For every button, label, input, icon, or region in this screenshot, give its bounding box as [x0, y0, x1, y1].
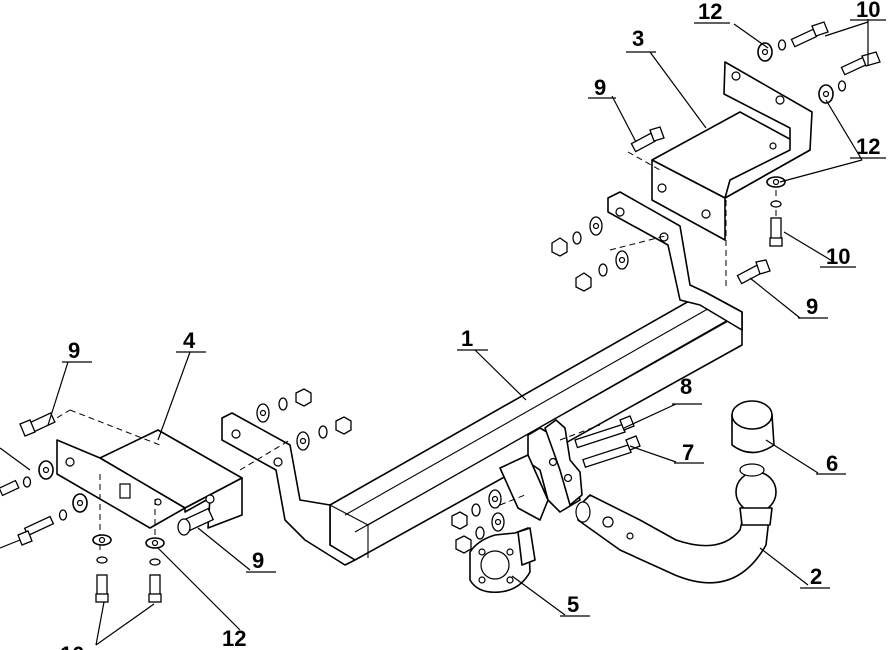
callout-6: 6 — [826, 451, 838, 476]
nuts-right-cluster — [551, 216, 629, 292]
nuts-left-cluster — [256, 388, 352, 451]
leader-lines — [0, 19, 869, 646]
left-washers — [0, 460, 88, 546]
crossbar-beam — [329, 291, 743, 561]
callout-10-top: 10 — [856, 0, 880, 22]
socket-plate — [469, 527, 536, 594]
fasteners — [0, 21, 881, 603]
bolt-7 — [582, 435, 641, 469]
callout-12-right: 12 — [856, 134, 880, 159]
bolt-10-top-1 — [757, 21, 829, 62]
callout-3: 3 — [632, 26, 644, 51]
callout-9-top: 9 — [594, 75, 606, 100]
callout-1: 1 — [461, 326, 473, 351]
bolt-9-left-top — [19, 412, 56, 437]
nuts-center-cluster — [451, 489, 505, 554]
callout-5: 5 — [567, 592, 579, 617]
callout-9-right: 9 — [806, 294, 818, 319]
left-vehicle-bracket — [56, 429, 243, 529]
bolt-9-right — [736, 259, 771, 285]
callout-10-bottom-left: 10 — [60, 642, 84, 650]
ball-mount-brackets — [499, 419, 583, 521]
right-vehicle-bracket — [651, 61, 813, 241]
ball-neck — [575, 471, 777, 584]
ball-cap — [731, 400, 775, 477]
callout-7: 7 — [682, 440, 694, 465]
bolt-9-left-lower — [177, 507, 215, 536]
callout-12-top: 12 — [698, 0, 722, 24]
callout-12-bottom: 12 — [222, 626, 246, 650]
bolt-10-top-2 — [818, 51, 881, 104]
bolt-9-top — [630, 126, 665, 153]
left-side-plate — [221, 412, 356, 566]
bolt-10-vertical-right — [766, 176, 786, 247]
callout-10-right: 10 — [826, 244, 850, 269]
callout-9-left-lower: 9 — [252, 548, 264, 573]
callout-9-left-top: 9 — [68, 338, 80, 363]
callout-8: 8 — [680, 374, 692, 399]
callout-4: 4 — [183, 328, 196, 353]
bolt-10-vertical-left-2 — [145, 537, 165, 603]
callout-2: 2 — [810, 564, 822, 589]
right-side-plate — [607, 191, 743, 331]
bolt-8 — [574, 415, 635, 449]
bolt-10-vertical-left-1 — [92, 534, 112, 603]
callout-labels: 1 2 3 4 5 6 7 8 9 9 9 9 10 10 10 12 12 — [60, 0, 886, 650]
